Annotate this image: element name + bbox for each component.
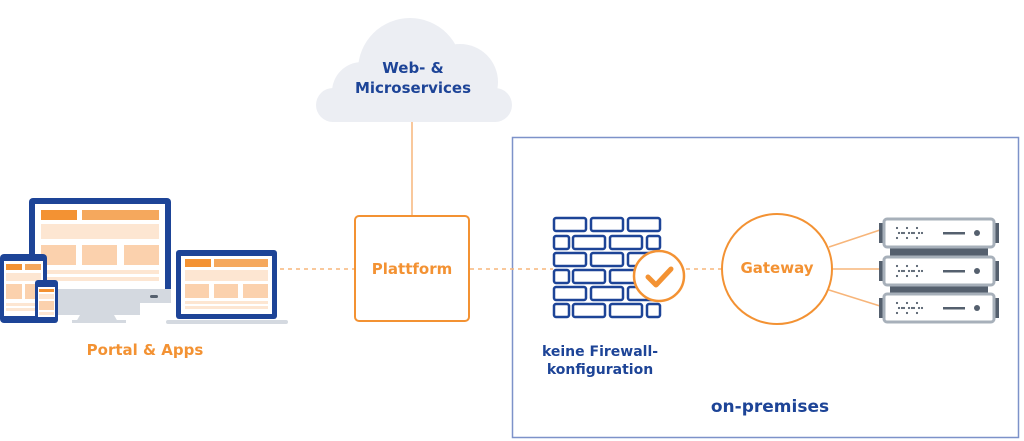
server-spacer [890,284,988,293]
gateway-server3-connector [828,289,881,307]
firewall-icon [552,216,662,319]
portal-apps-label: Portal & Apps [86,341,204,359]
on-premises-frame [511,136,1020,439]
firewall-label-line2: konfiguration [546,362,654,378]
firewall-label: keine Firewall- konfiguration [520,343,680,379]
on-premises-label: on-premises [710,397,830,417]
server-icon [879,292,999,324]
desktop-icon [29,198,171,323]
cloud-label: Web- & Microservices [330,58,496,98]
phone-icon [35,280,58,323]
gateway-server1-connector [828,229,881,248]
server-icon [879,255,999,287]
laptop-icon [166,250,288,324]
platform-label: Plattform [371,260,453,278]
cloud-icon [316,18,512,122]
check-icon [632,249,686,303]
server-spacer [890,247,988,256]
server-stack [879,217,999,324]
firewall-label-line1: keine Firewall- [541,344,659,360]
cloud-label-line1: Web- & [382,59,444,77]
gateway-label: Gateway [740,259,814,277]
server-icon [879,217,999,249]
platform-box[interactable] [354,215,470,322]
cloud-label-line2: Microservices [354,79,472,97]
gateway-circle[interactable] [721,213,833,325]
